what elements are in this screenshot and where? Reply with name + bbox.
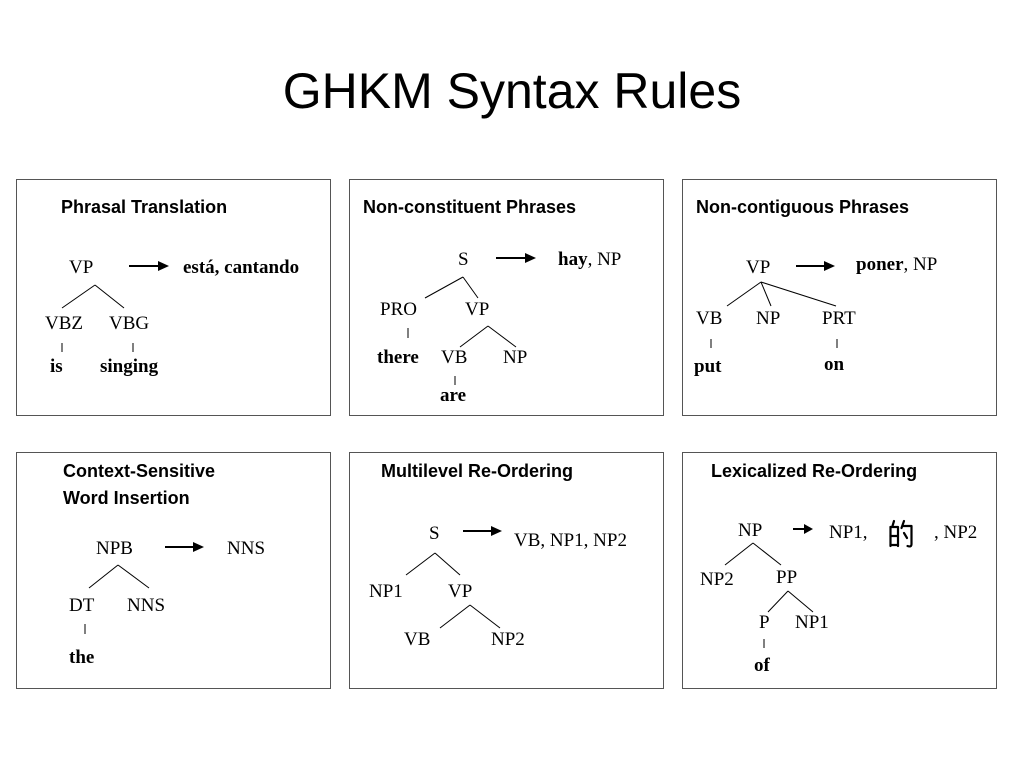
tree-node-np: NP (738, 520, 763, 541)
word-the: the (69, 647, 95, 668)
tree-node-np1: NP1 (369, 581, 403, 602)
tree-lines (407, 253, 536, 385)
arrow-icon (129, 261, 169, 271)
target-word-poner: poner (856, 254, 904, 275)
target-string: está, cantando (183, 258, 299, 278)
word-singing: singing (100, 356, 159, 377)
tree-node-vb: VB (404, 629, 431, 650)
panel-non-constituent-phrases: Non-constituent Phrases S PRO VP there V… (349, 179, 664, 416)
panel-lexicalized-re-ordering: Lexicalized Re-Ordering NP NP2 PP P NP1 … (682, 452, 997, 689)
tree-node-vb: VB (441, 347, 468, 368)
target-rest: , NP (587, 249, 622, 270)
tree-node-npb: NPB (96, 538, 133, 559)
panel-non-contiguous-phrases: Non-contiguous Phrases VP VB NP PRT put … (682, 179, 997, 416)
arrow-icon (463, 526, 502, 536)
panel-title: Lexicalized Re-Ordering (711, 461, 918, 481)
tree-node-s: S (429, 523, 440, 544)
arrow-icon (496, 253, 536, 263)
tree-node-np1: NP1 (795, 612, 829, 633)
word-are: are (440, 385, 467, 406)
panel-title: Phrasal Translation (61, 197, 228, 217)
page-title: GHKM Syntax Rules (282, 63, 742, 119)
tree-lines (84, 542, 204, 634)
tree-node-np2: NP2 (700, 569, 734, 590)
tree-node-s: S (458, 249, 469, 270)
word-on: on (824, 354, 845, 375)
tree-node-np: NP (503, 347, 528, 368)
panel-title-line2: Word Insertion (63, 488, 190, 508)
target-word-esta: está (183, 257, 215, 278)
target-rest: , NP (903, 254, 938, 275)
arrow-icon (793, 524, 813, 534)
target-string: VB, NP1, NP2 (514, 530, 627, 551)
panel-context-sensitive-word-insertion: Context-Sensitive Word Insertion NPB DT … (16, 452, 331, 689)
target-separator: , (214, 257, 225, 278)
tree-node-vp: VP (448, 581, 473, 602)
word-of: of (754, 655, 770, 676)
target-post: , NP2 (934, 522, 978, 543)
tree-lines (710, 261, 838, 348)
tree-node-np2: NP2 (491, 629, 525, 650)
tree-node-pro: PRO (380, 299, 417, 320)
panel-phrasal-translation: Phrasal Translation VP VBZ VBG is singin… (16, 179, 331, 416)
target-string: hay, NP (558, 250, 621, 270)
panel-title: Non-constituent Phrases (363, 197, 577, 217)
target-string: poner, NP (856, 255, 937, 275)
word-there: there (377, 347, 419, 368)
tree-node-vp: VP (69, 257, 94, 278)
tree-lines (405, 526, 502, 629)
tree-node-nns: NNS (127, 595, 166, 616)
tree-node-pp: PP (776, 567, 798, 588)
tree-node-np: NP (756, 308, 781, 329)
tree-node-vp: VP (465, 299, 490, 320)
tree-lines (61, 261, 169, 352)
tree-lines (724, 524, 814, 648)
arrow-icon (165, 542, 204, 552)
tree-node-p: P (759, 612, 770, 633)
chinese-character-de-icon (889, 519, 913, 548)
tree-node-dt: DT (69, 595, 95, 616)
tree-node-vp: VP (746, 257, 771, 278)
target-string: NNS (227, 538, 266, 559)
panel-title-line1: Context-Sensitive (63, 461, 216, 481)
tree-node-prt: PRT (822, 308, 856, 329)
panel-title: Non-contiguous Phrases (696, 197, 910, 217)
target-word-cantando: cantando (224, 257, 300, 278)
panel-multilevel-re-ordering: Multilevel Re-Ordering S NP1 VP VB NP2 V… (349, 452, 664, 689)
word-is: is (50, 356, 63, 377)
tree-node-vb: VB (696, 308, 723, 329)
arrow-icon (796, 261, 835, 271)
target-pre: NP1, (829, 522, 868, 543)
panel-title: Multilevel Re-Ordering (381, 461, 574, 481)
tree-node-vbz: VBZ (45, 313, 83, 334)
word-put: put (694, 356, 722, 377)
target-word-hay: hay (558, 249, 588, 270)
tree-node-vbg: VBG (109, 313, 150, 334)
